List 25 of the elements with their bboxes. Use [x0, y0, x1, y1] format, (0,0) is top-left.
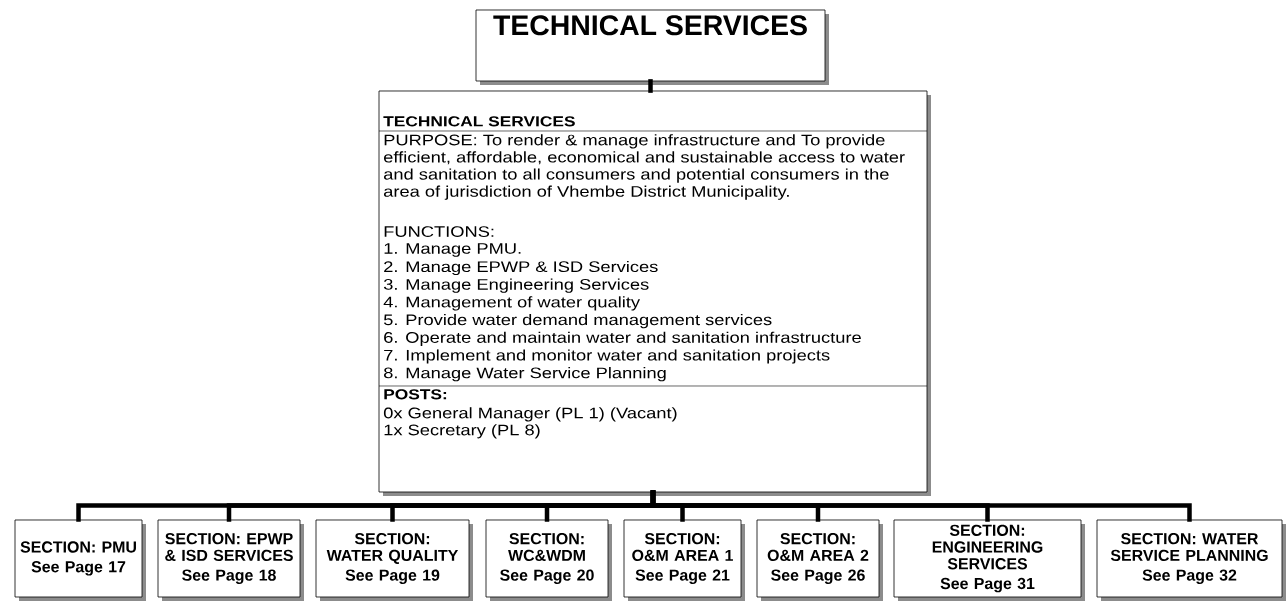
section-heading: FUNCTIONS: [384, 226, 494, 237]
connector-line [648, 79, 653, 93]
connector-line [650, 490, 1192, 522]
paragraph: PURPOSE: To render & manage infrastructure and To provide efficient, affordable, economical and sustainable access to water and sanitation to all consumers and potential consumers in the area of jurisdiction of Vhembe District Municipality. [384, 134, 905, 200]
section-box: SECTION: WC&WDM See Page 20 [485, 519, 612, 601]
list-item: 2. Manage EPWP & ISD Services [384, 260, 658, 276]
text-line: 1x Secretary (PL 8) [384, 424, 540, 439]
section-box: SECTION: O&M AREA 2 See Page 26 [756, 519, 883, 601]
title-box: TECHNICAL SERVICES [475, 9, 829, 85]
list-item: 3. Manage Engineering Services [383, 278, 649, 293]
section-box: SECTION: EPWP & ISD SERVICES See Page 18 [157, 519, 304, 601]
text-line: 0x General Manager (PL 1) (Vacant) [383, 407, 677, 422]
section-box: SECTION: WATER SERVICE PLANNING See Page 32 [1096, 519, 1286, 601]
list-item: 4. Management of water quality [383, 296, 640, 311]
section-box: SECTION: PMU See Page 17 [14, 519, 146, 601]
list-item: 1. Manage PMU. [384, 243, 521, 257]
section-heading: POSTS: [384, 389, 447, 400]
section-box: SECTION: ENGINEERING SERVICES See Page 31 [893, 519, 1085, 601]
section-box: SECTION: WATER QUALITY See Page 19 [315, 519, 473, 601]
heading: TECHNICAL SERVICES [383, 116, 575, 127]
list-item: 7. Implement and monitor water and sanitation projects [384, 349, 830, 364]
list-item: 5. Provide water demand management services [383, 314, 772, 329]
section-box: SECTION: O&M AREA 1 See Page 21 [623, 519, 745, 601]
list-item: 8. Manage Water Service Planning [384, 367, 666, 382]
list-item: 6. Operate and maintain water and sanitation infrastructure [384, 331, 861, 346]
